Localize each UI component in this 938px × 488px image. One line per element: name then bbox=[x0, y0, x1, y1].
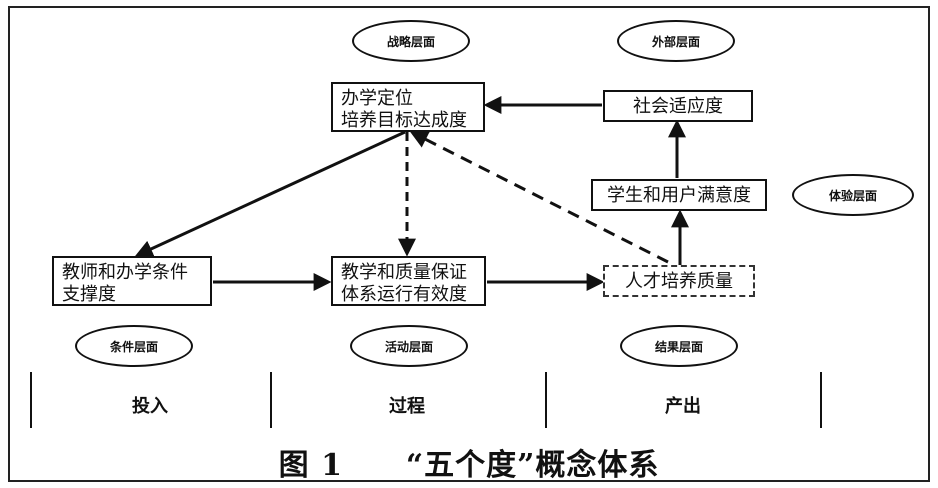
node-quality-line-2: 体系运行有效度 bbox=[341, 284, 467, 305]
oval-result-layer: 结果层面 bbox=[620, 325, 738, 367]
node-talent-line: 人才培养质量 bbox=[625, 271, 733, 292]
node-quality-line-1: 教学和质量保证 bbox=[341, 262, 467, 283]
oval-external-layer: 外部层面 bbox=[617, 20, 735, 62]
phase-input: 投入 bbox=[132, 396, 168, 417]
node-social-line: 社会适应度 bbox=[633, 96, 723, 117]
node-goal-line-1: 办学定位 bbox=[341, 88, 413, 109]
node-goal-line-2: 培养目标达成度 bbox=[341, 110, 467, 131]
node-goal: 办学定位 培养目标达成度 bbox=[331, 82, 485, 132]
figure-caption: 图 1 “五个度”概念体系 bbox=[0, 440, 938, 484]
diagram-frame bbox=[8, 6, 930, 482]
phase-output: 产出 bbox=[665, 396, 701, 417]
node-social-adaptability: 社会适应度 bbox=[603, 90, 753, 122]
node-satisfaction: 学生和用户满意度 bbox=[591, 179, 767, 211]
node-teachers-line-1: 教师和办学条件 bbox=[62, 262, 188, 283]
figure-number: 图 1 bbox=[278, 448, 343, 483]
figure-title: “五个度”概念体系 bbox=[405, 448, 660, 483]
phase-divider bbox=[30, 372, 32, 428]
arrow-goal-to-teachers bbox=[134, 130, 406, 258]
oval-strategy-layer: 战略层面 bbox=[352, 20, 470, 62]
phase-process: 过程 bbox=[389, 396, 425, 417]
phase-divider bbox=[270, 372, 272, 428]
phase-divider bbox=[545, 372, 547, 428]
oval-activity-layer: 活动层面 bbox=[350, 325, 468, 367]
node-satisfaction-line: 学生和用户满意度 bbox=[607, 185, 751, 206]
node-teachers-line-2: 支撑度 bbox=[62, 284, 116, 305]
node-teachers-conditions: 教师和办学条件 支撑度 bbox=[52, 256, 212, 306]
node-talent-quality: 人才培养质量 bbox=[603, 265, 755, 297]
oval-condition-layer: 条件层面 bbox=[75, 325, 193, 367]
oval-experience-layer: 体验层面 bbox=[792, 174, 914, 216]
node-quality-system: 教学和质量保证 体系运行有效度 bbox=[331, 256, 486, 306]
phase-divider bbox=[820, 372, 822, 428]
arrow-talent-to-goal-dashed bbox=[409, 131, 669, 264]
